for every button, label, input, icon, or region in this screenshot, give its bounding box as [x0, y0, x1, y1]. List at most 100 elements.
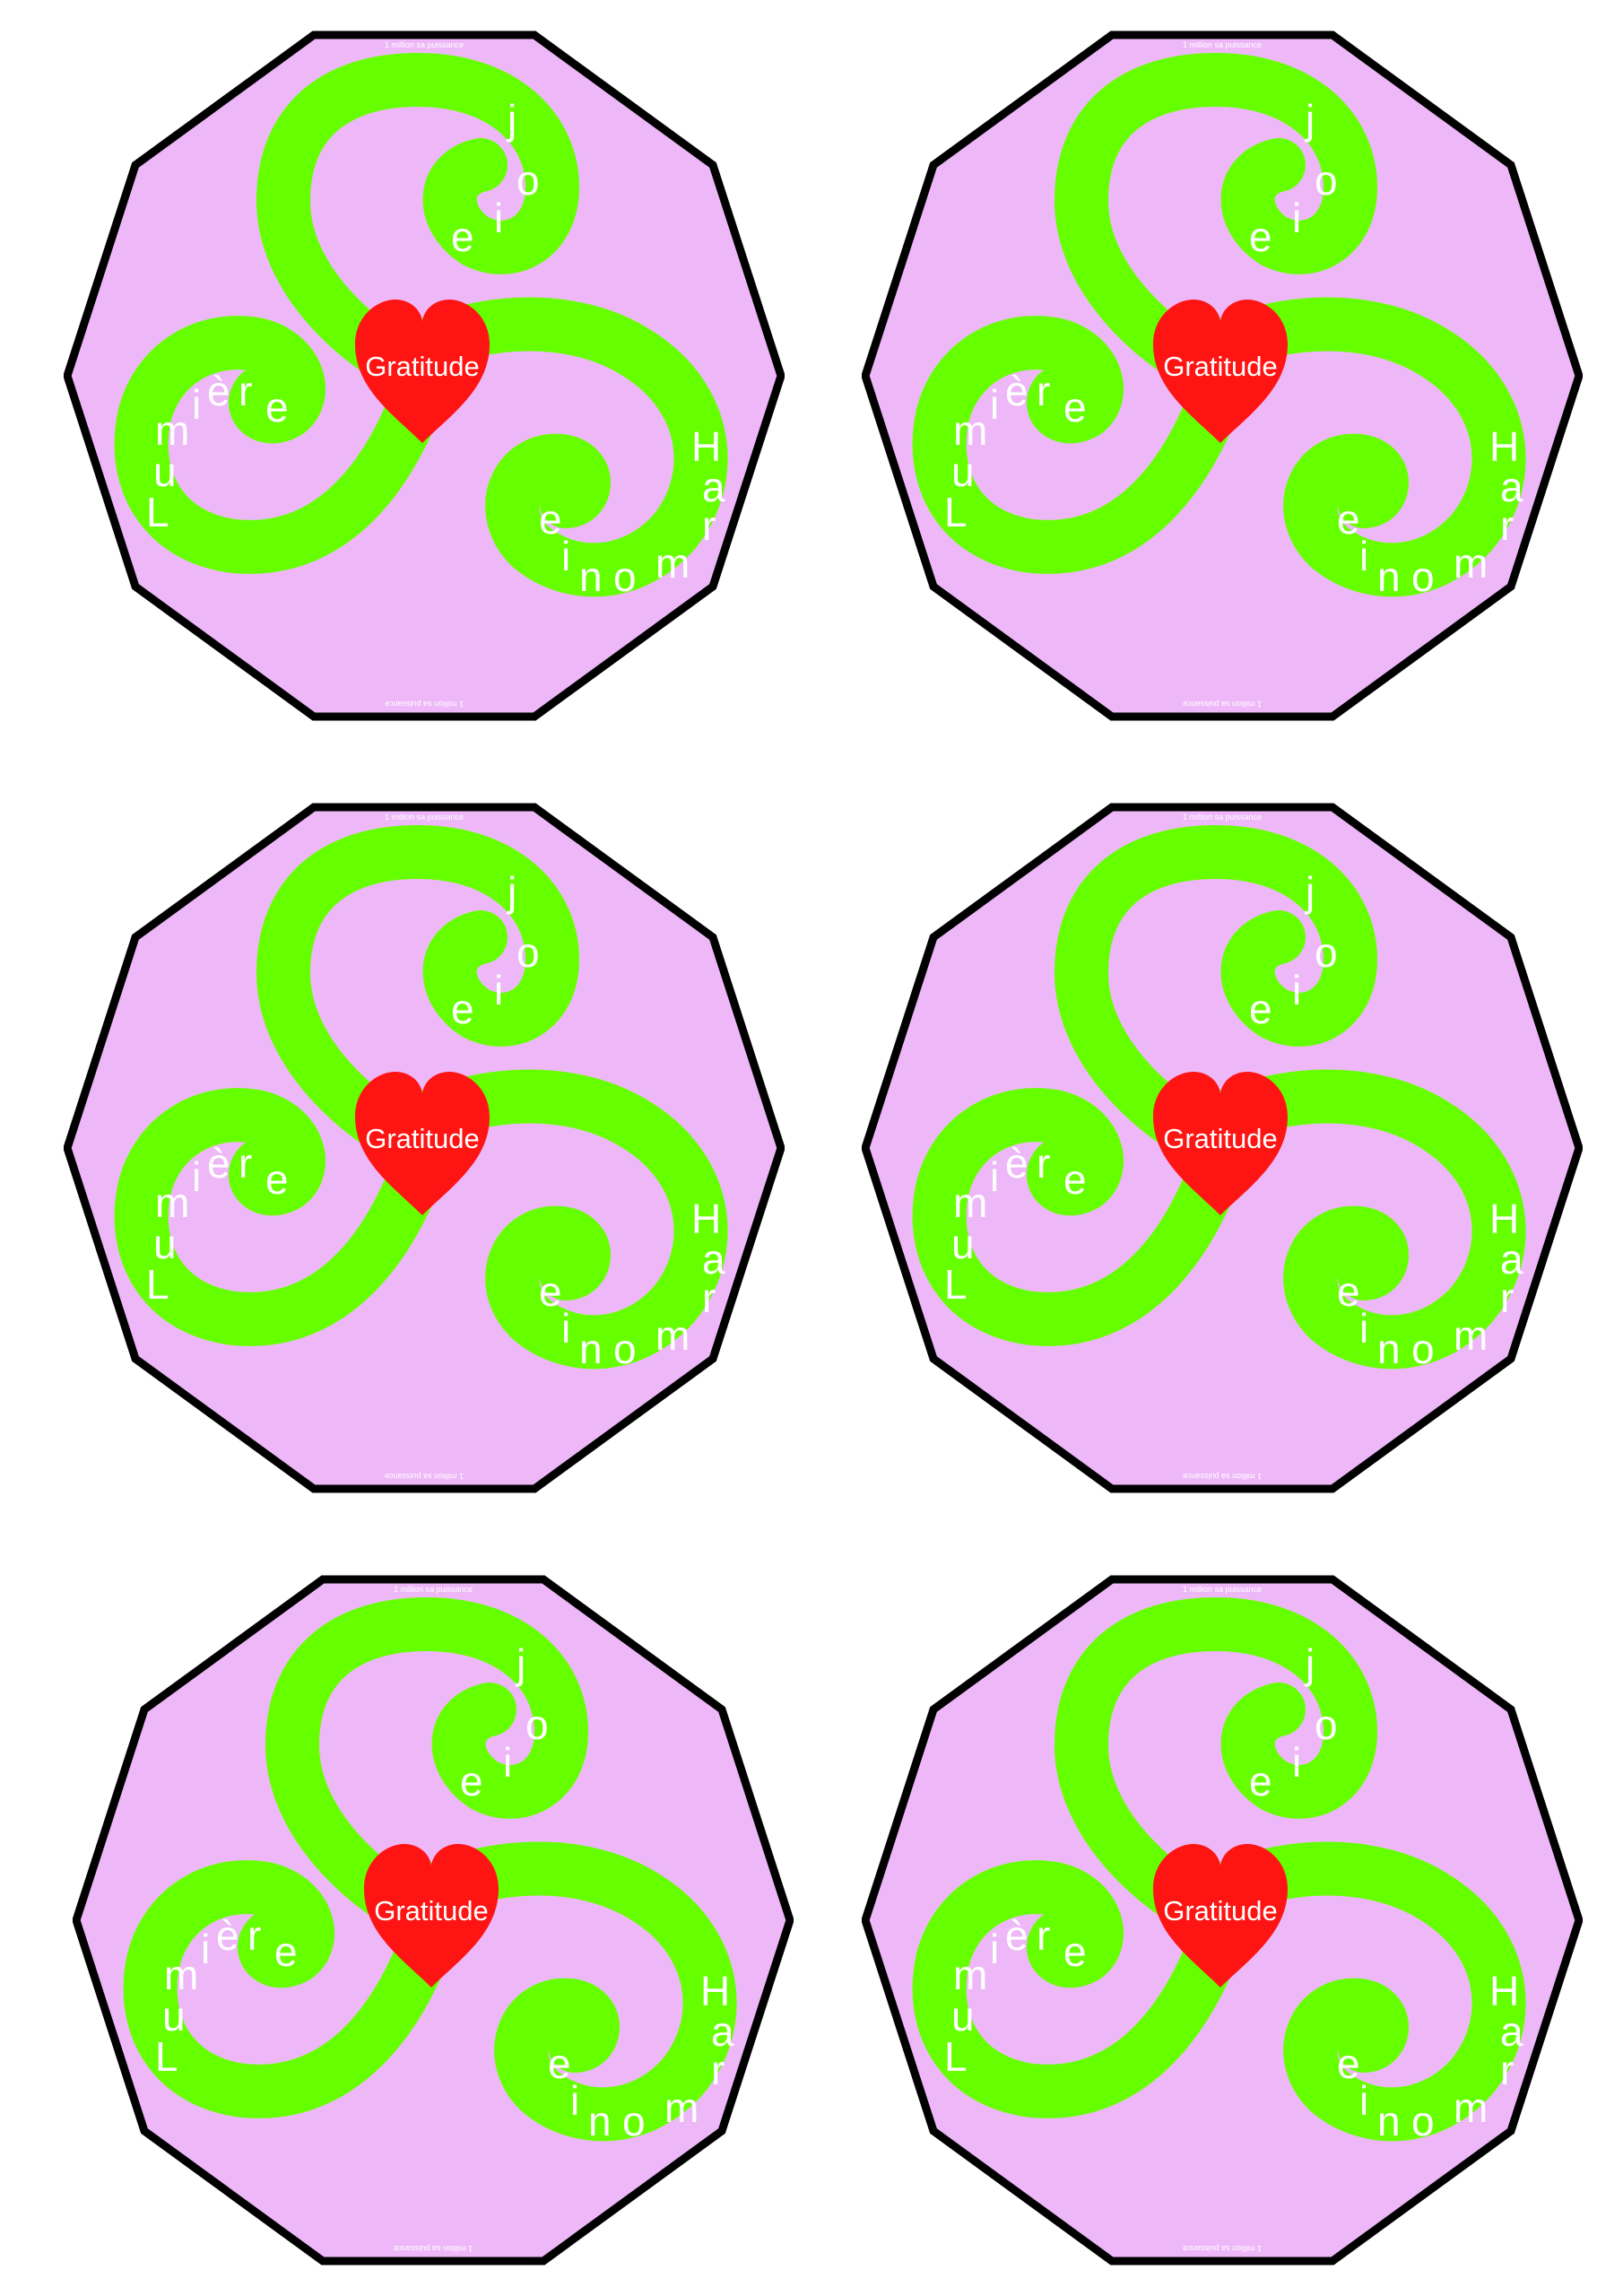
triskelion-icon — [114, 52, 728, 597]
arm-letter: j — [515, 1640, 525, 1687]
arm-letter: i — [570, 2077, 579, 2124]
sticker-card: Gratitude 1 million sa puissance 1 milli… — [64, 803, 785, 1493]
arm-right-word: H a r m o n i e — [548, 1968, 734, 2144]
heart-label: Gratitude — [1163, 351, 1278, 382]
heart-label: Gratitude — [1163, 1123, 1278, 1154]
sticker-card: Gratitude 1 million sa puissance 1 milli… — [73, 1575, 794, 2266]
arm-letter: o — [1411, 553, 1435, 600]
arm-letter: è — [1005, 1912, 1028, 1959]
heart-label: Gratitude — [374, 1895, 489, 1926]
bottom-edge-label: 1 million sa puissance — [385, 1472, 464, 1481]
arm-letter: o — [1315, 157, 1338, 204]
arm-letter: m — [664, 2084, 699, 2131]
arm-letter: i — [1292, 967, 1301, 1013]
arm-letter: r — [702, 502, 716, 549]
arm-letter: r — [239, 368, 252, 414]
arm-letter: è — [207, 1140, 230, 1187]
arm-top-word: j o i e — [1249, 96, 1338, 260]
arm-letter: e — [1063, 1928, 1087, 1975]
arm-letter: i — [990, 381, 999, 428]
arm-letter: u — [951, 1993, 975, 2039]
heart-label: Gratitude — [365, 351, 480, 382]
arm-letter: i — [494, 967, 503, 1013]
arm-letter: o — [1411, 1326, 1435, 1372]
arm-letter: u — [162, 1993, 186, 2039]
arm-top-word: j o i e — [1249, 1640, 1338, 1805]
arm-letter: e — [1249, 1758, 1272, 1805]
arm-letter: m — [953, 1179, 987, 1226]
arm-left-word: L u m i è r e — [944, 1912, 1087, 2080]
arm-letter: a — [1500, 1236, 1523, 1283]
sticker-card: Gratitude 1 million sa puissance 1 milli… — [862, 803, 1583, 1493]
arm-letter: a — [702, 1236, 725, 1283]
arm-letter: o — [516, 929, 540, 976]
arm-letter: a — [1500, 464, 1523, 510]
arm-letter: r — [711, 2047, 725, 2093]
arm-letter: n — [579, 553, 603, 600]
arm-letter: o — [622, 2098, 646, 2144]
arm-letter: e — [265, 384, 289, 430]
triskelion-icon — [912, 1596, 1526, 2142]
arm-letter: L — [155, 2033, 178, 2080]
arm-letter: i — [192, 381, 201, 428]
arm-top-word: j o i e — [451, 868, 540, 1032]
arm-letter: o — [516, 157, 540, 204]
sticker-card: Gratitude 1 million sa puissance 1 milli… — [862, 1575, 1583, 2266]
arm-left-word: L u m i è r e — [944, 368, 1087, 535]
arm-letter: m — [953, 407, 987, 454]
arm-letter: n — [1377, 1326, 1401, 1372]
arm-letter: H — [700, 1968, 730, 2014]
top-edge-label: 1 million sa puissance — [385, 813, 464, 822]
arm-letter: i — [990, 1926, 999, 1972]
arm-letter: r — [1500, 2047, 1514, 2093]
arm-letter: e — [451, 986, 474, 1032]
triskelion-icon — [123, 1596, 737, 2142]
arm-letter: j — [1304, 1640, 1315, 1687]
arm-letter: H — [1489, 423, 1519, 470]
arm-letter: u — [153, 448, 177, 495]
arm-letter: o — [1315, 1701, 1338, 1748]
arm-letter: è — [216, 1912, 239, 1959]
arm-right-word: H a r m o n i e — [1337, 1196, 1523, 1372]
arm-letter: è — [1005, 1140, 1028, 1187]
sticker-svg: Gratitude 1 million sa puissance 1 milli… — [862, 1575, 1583, 2266]
arm-letter: e — [1063, 1156, 1087, 1203]
arm-letter: H — [691, 423, 721, 470]
arm-letter: i — [192, 1153, 201, 1200]
arm-letter: H — [1489, 1196, 1519, 1242]
top-edge-label: 1 million sa puissance — [1183, 813, 1262, 822]
arm-letter: L — [944, 1261, 968, 1308]
arm-letter: e — [274, 1928, 298, 1975]
heart-label: Gratitude — [1163, 1895, 1278, 1926]
sticker-svg: Gratitude 1 million sa puissance 1 milli… — [64, 30, 785, 721]
arm-letter: e — [1249, 986, 1272, 1032]
arm-letter: o — [1315, 929, 1338, 976]
sticker-svg: Gratitude 1 million sa puissance 1 milli… — [862, 30, 1583, 721]
arm-letter: e — [451, 213, 474, 260]
arm-letter: j — [1304, 868, 1315, 915]
arm-left-word: L u m i è r e — [944, 1140, 1087, 1308]
arm-top-word: j o i e — [460, 1640, 549, 1805]
sticker-svg: Gratitude 1 million sa puissance 1 milli… — [862, 803, 1583, 1493]
arm-letter: i — [1359, 2077, 1368, 2124]
sticker-card: Gratitude 1 million sa puissance 1 milli… — [64, 30, 785, 721]
triskelion-icon — [912, 824, 1526, 1370]
arm-top-word: j o i e — [451, 96, 540, 260]
top-edge-label: 1 million sa puissance — [394, 1585, 473, 1594]
arm-letter: m — [655, 540, 690, 587]
arm-letter: o — [1411, 2098, 1435, 2144]
arm-letter: r — [1037, 1912, 1050, 1959]
sticker-svg: Gratitude 1 million sa puissance 1 milli… — [73, 1575, 794, 2266]
arm-letter: r — [247, 1912, 261, 1959]
bottom-edge-label: 1 million sa puissance — [385, 700, 464, 709]
arm-letter: L — [944, 2033, 968, 2080]
top-edge-label: 1 million sa puissance — [1183, 40, 1262, 49]
heart-icon — [1153, 300, 1288, 443]
arm-letter: m — [655, 1312, 690, 1359]
arm-letter: e — [1249, 213, 1272, 260]
sticker-card: Gratitude 1 million sa puissance 1 milli… — [862, 30, 1583, 721]
arm-top-word: j o i e — [1249, 868, 1338, 1032]
arm-letter: a — [702, 464, 725, 510]
bottom-edge-label: 1 million sa puissance — [1183, 2244, 1262, 2253]
arm-letter: i — [990, 1153, 999, 1200]
